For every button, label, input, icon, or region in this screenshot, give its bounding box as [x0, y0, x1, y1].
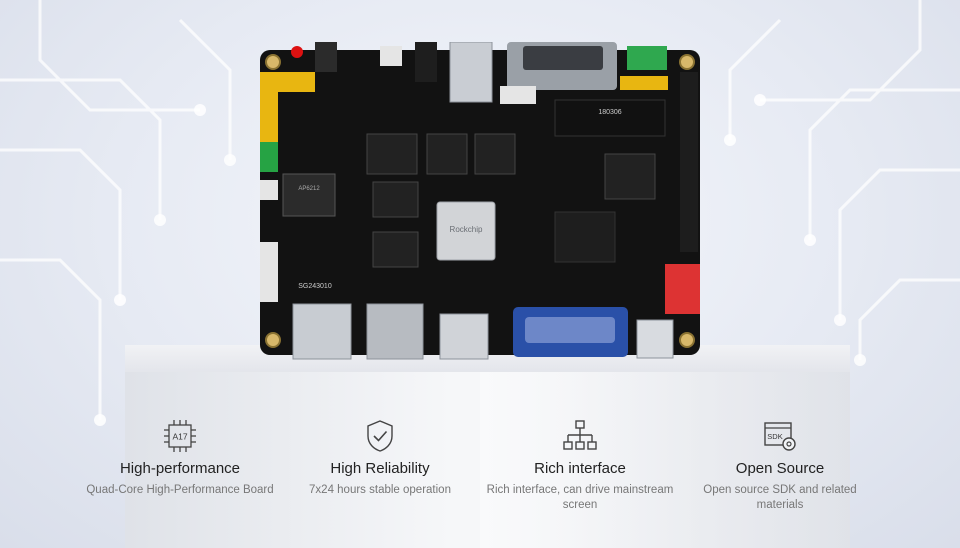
network-hierarchy-icon	[563, 420, 597, 450]
soc-label: Rockchip	[450, 225, 483, 234]
serial-label: SG243010	[298, 283, 332, 290]
feature-title: Rich interface	[534, 460, 626, 477]
feature-description: Quad-Core High-Performance Board	[86, 484, 274, 496]
sdk-badge: SDK	[767, 432, 782, 441]
feature-high-performance: A17 High-performance Quad-Core High-Perf…	[80, 418, 280, 528]
feature-list: A17 High-performance Quad-Core High-Perf…	[80, 418, 880, 528]
feature-description: Open source SDK and related materials	[703, 484, 857, 511]
feature-high-reliability: High Reliability 7x24 hours stable opera…	[280, 418, 480, 528]
shield-check-icon	[367, 420, 393, 452]
feature-title: High-performance	[119, 460, 241, 477]
feature-title: High Reliability	[330, 460, 430, 477]
feature-description: 7x24 hours stable operation	[309, 484, 451, 496]
sdk-gear-icon: SDK	[764, 422, 796, 451]
cpu-chip-icon: A17	[164, 420, 196, 452]
feature-open-source: SDK Open Source Open source SDK and rela…	[680, 418, 880, 528]
feature-description: Rich interface, can drive mainstream scr…	[486, 484, 674, 511]
wifi-module-label: AP6212	[298, 186, 320, 192]
feature-rich-interface: Rich interface Rich interface, can drive…	[480, 418, 680, 528]
pcie-sticker-label: 180306	[598, 109, 621, 116]
feature-title: Open Source	[735, 460, 825, 477]
circuit-board: Rockchip AP6212 180306 SG243010	[260, 42, 700, 360]
cpu-chip-badge: A17	[172, 432, 187, 442]
pedestal-side	[480, 372, 850, 548]
